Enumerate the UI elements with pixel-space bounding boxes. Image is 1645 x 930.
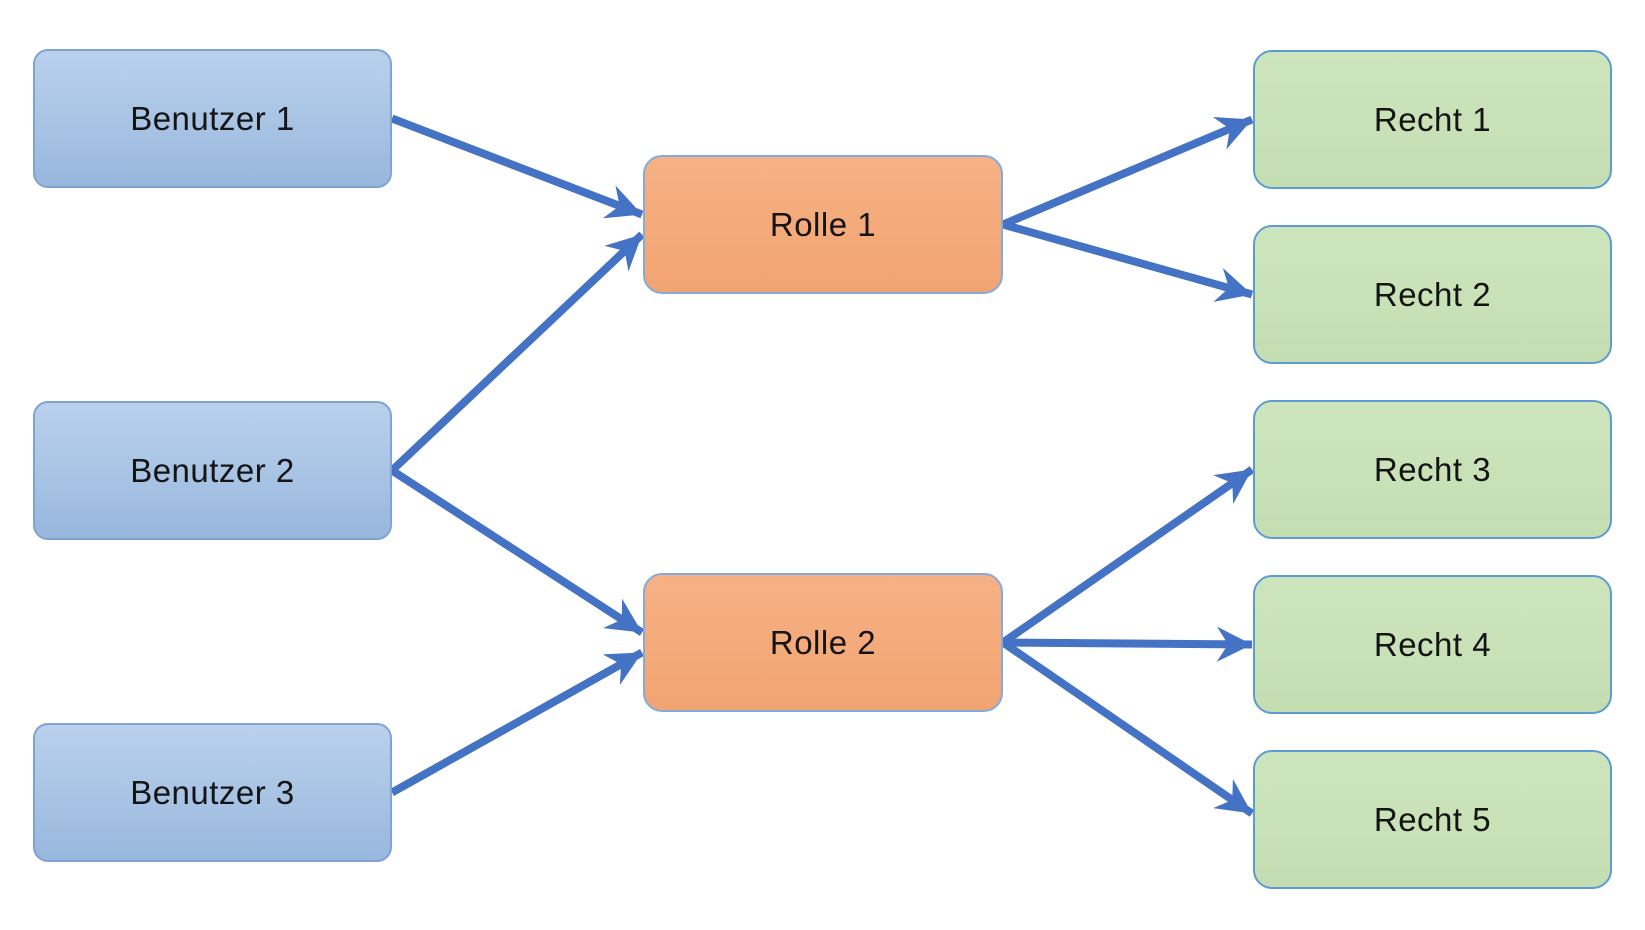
node-recht1: Recht 1 xyxy=(1253,50,1612,189)
node-benutzer3: Benutzer 3 xyxy=(33,723,392,862)
node-benutzer1: Benutzer 1 xyxy=(33,49,392,188)
arrow-rolle2-to-recht4 xyxy=(1002,626,1253,662)
node-label-recht2: Recht 2 xyxy=(1373,275,1492,313)
node-recht4: Recht 4 xyxy=(1253,575,1612,714)
node-label-rolle2: Rolle 2 xyxy=(769,623,877,661)
arrow-benutzer3-to-rolle2 xyxy=(390,649,644,796)
node-rolle1: Rolle 1 xyxy=(643,155,1003,294)
arrow-benutzer2-to-rolle1 xyxy=(389,231,645,474)
node-label-recht1: Recht 1 xyxy=(1373,100,1492,138)
arrow-rolle1-to-recht2 xyxy=(1001,220,1254,302)
node-label-benutzer1: Benutzer 1 xyxy=(130,99,295,137)
node-label-benutzer2: Benutzer 2 xyxy=(130,451,295,489)
arrow-rolle2-to-recht3 xyxy=(1000,466,1255,646)
node-recht5: Recht 5 xyxy=(1253,750,1612,889)
node-rolle2: Rolle 2 xyxy=(643,573,1003,712)
node-label-recht3: Recht 3 xyxy=(1373,450,1492,488)
node-label-benutzer3: Benutzer 3 xyxy=(130,773,295,811)
arrow-rolle2-to-recht5 xyxy=(1000,639,1255,817)
node-benutzer2: Benutzer 2 xyxy=(33,401,392,540)
arrow-benutzer1-to-rolle1 xyxy=(390,114,644,219)
node-label-rolle1: Rolle 1 xyxy=(769,205,877,243)
arrow-rolle1-to-recht1 xyxy=(1001,115,1254,229)
node-label-recht4: Recht 4 xyxy=(1373,625,1492,663)
node-label-recht5: Recht 5 xyxy=(1373,800,1492,838)
arrow-benutzer2-to-rolle2 xyxy=(389,467,645,636)
node-recht3: Recht 3 xyxy=(1253,400,1612,539)
node-recht2: Recht 2 xyxy=(1253,225,1612,364)
